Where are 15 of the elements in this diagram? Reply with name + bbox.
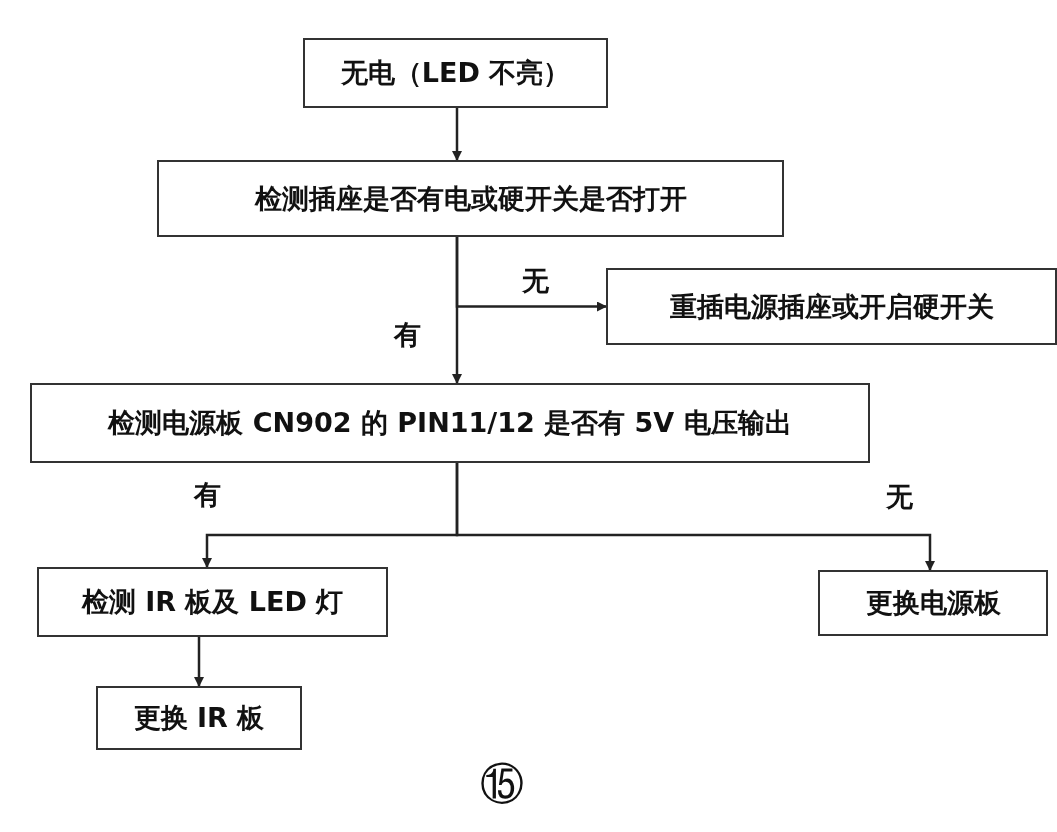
edge-label: 无 — [884, 482, 915, 512]
arrow — [194, 637, 204, 687]
arrow — [452, 108, 462, 161]
arrow — [455, 463, 935, 571]
edge-label: 有 — [392, 320, 423, 350]
process-box: 检测 IR 板及 LED 灯 — [37, 567, 388, 637]
process-box: 重插电源插座或开启硬开关 — [606, 268, 1057, 345]
process-box: 无电（LED 不亮） — [303, 38, 608, 108]
process-box: 更换 IR 板 — [96, 686, 302, 750]
process-box: 检测插座是否有电或硬开关是否打开 — [157, 160, 784, 237]
process-box: 更换电源板 — [818, 570, 1048, 636]
process-box: 检测电源板 CN902 的 PIN11/12 是否有 5V 电压输出 — [30, 383, 870, 463]
arrow — [452, 237, 462, 384]
edge-label: 有 — [192, 480, 223, 510]
edge-label: 无 — [520, 266, 551, 296]
